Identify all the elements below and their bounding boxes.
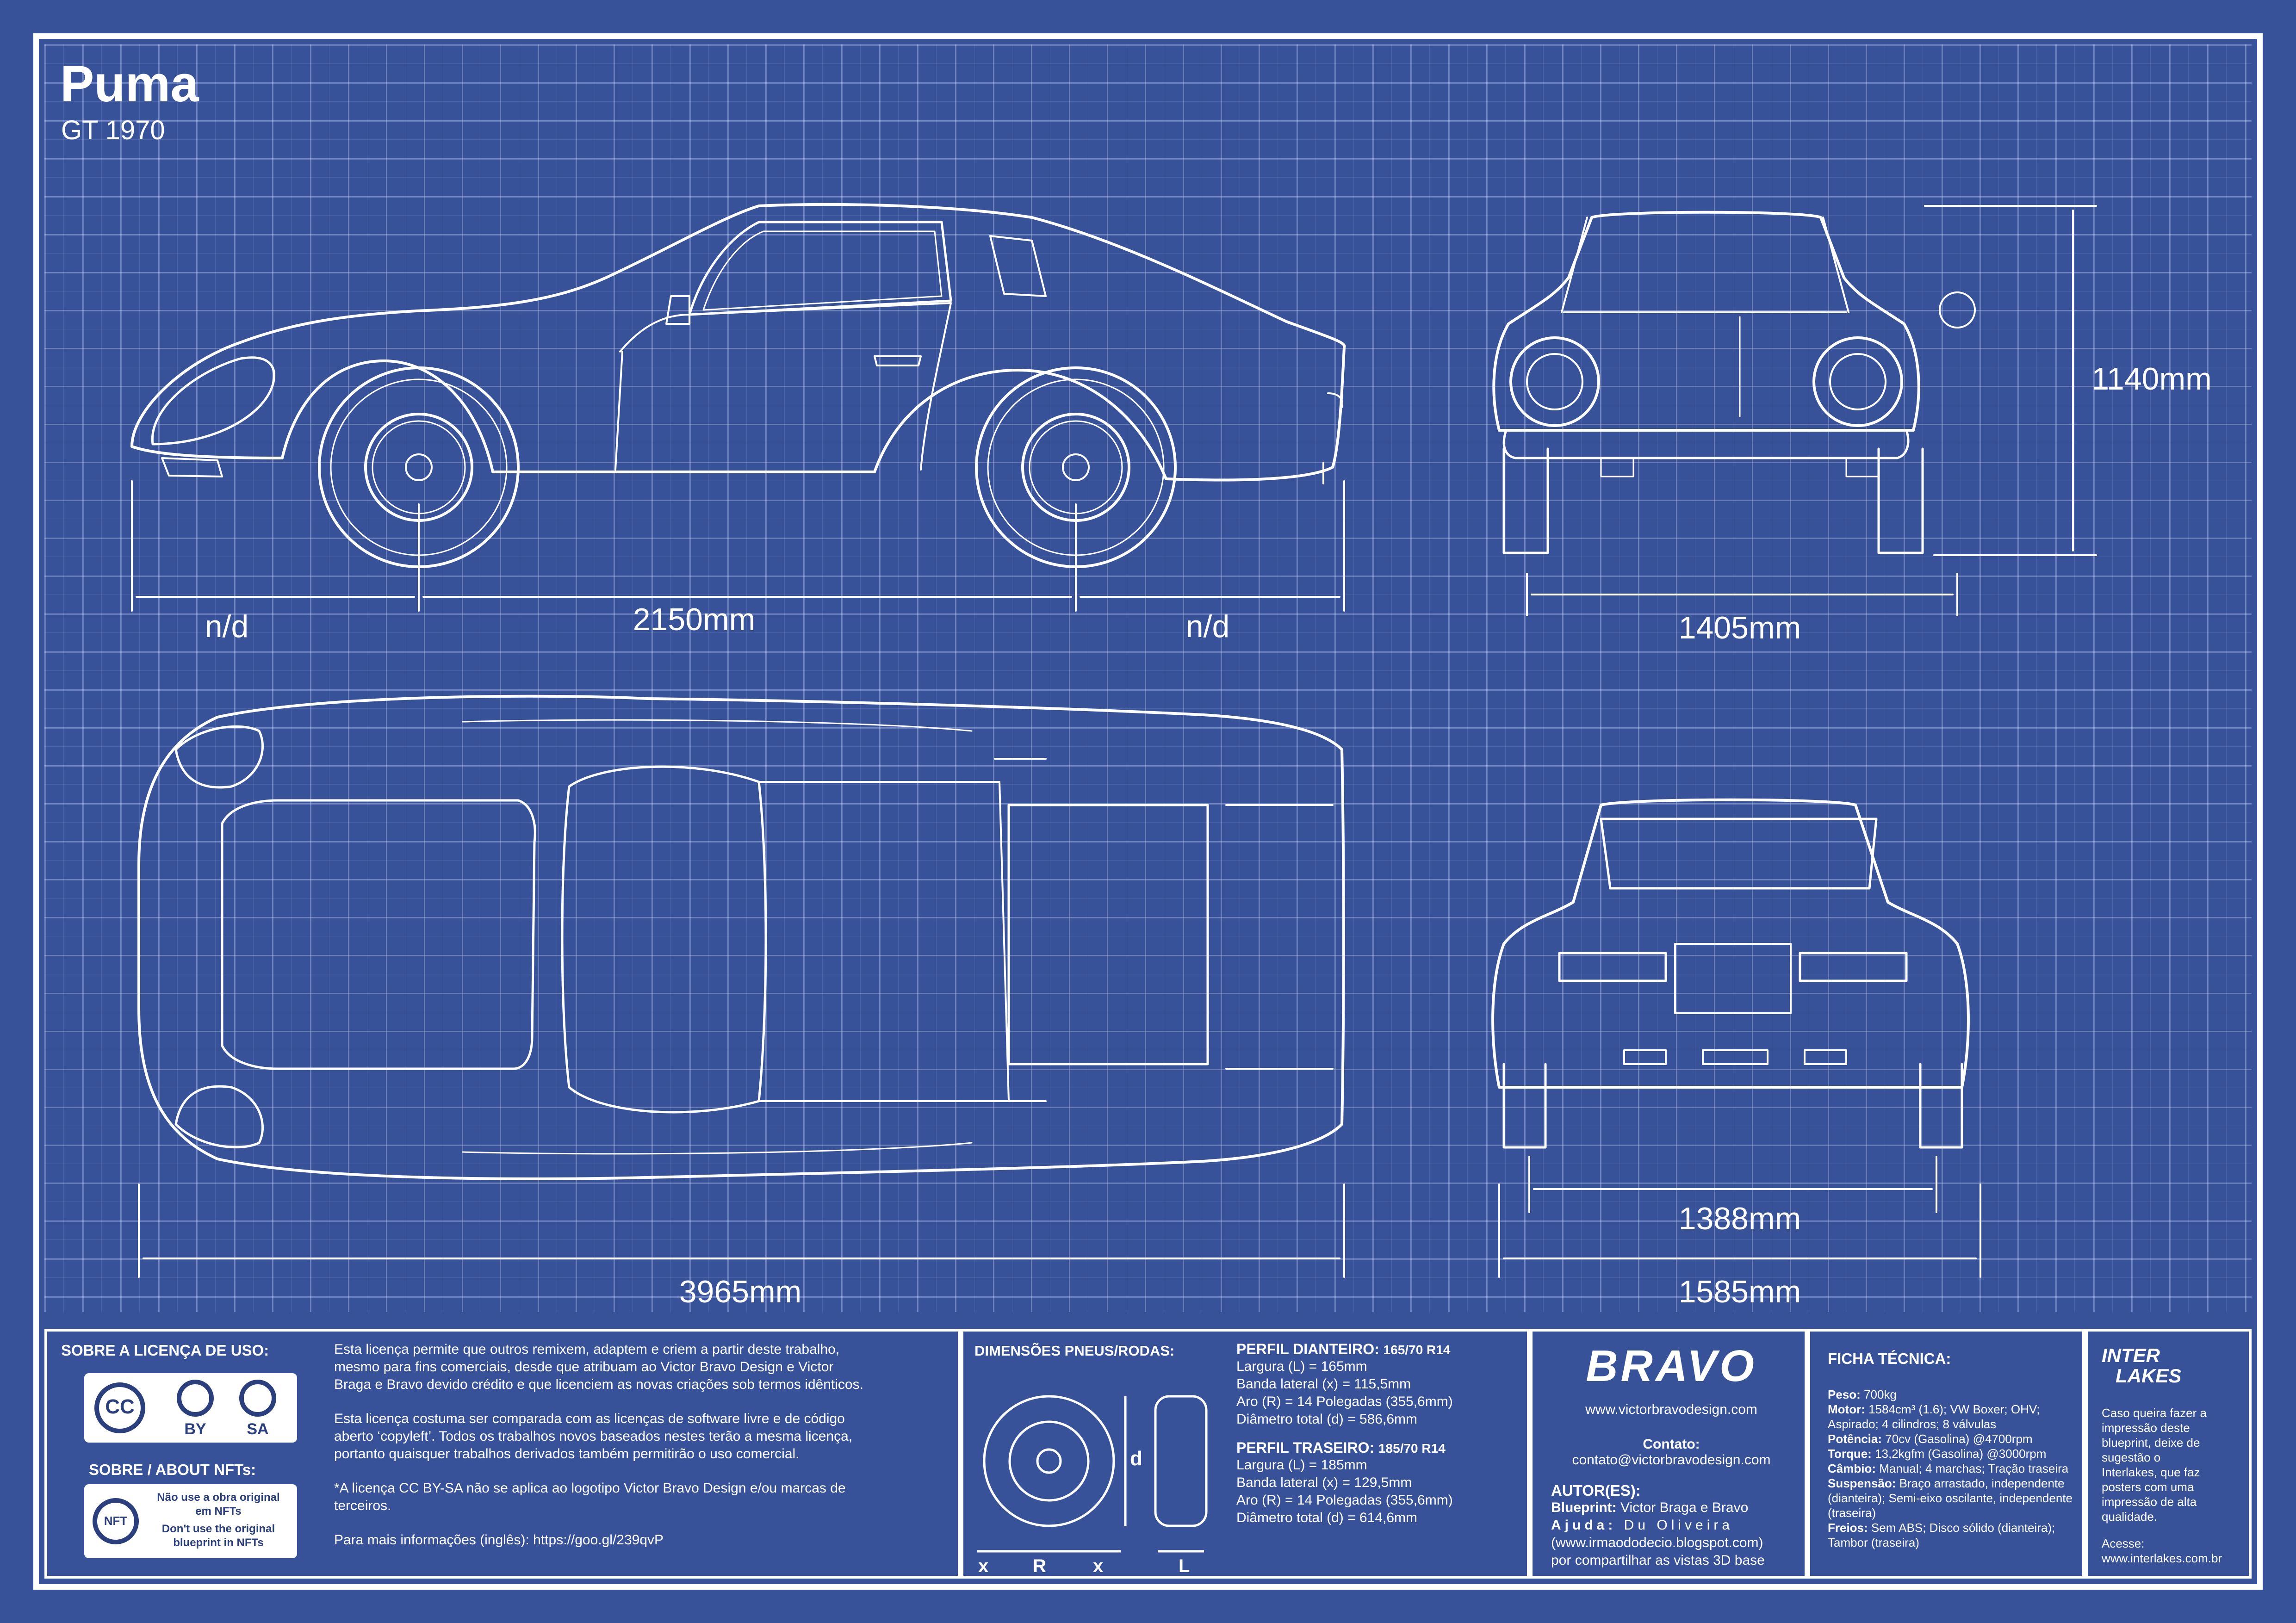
dim-rear-overhang: n/d [1185,609,1230,644]
specs-box: FICHA TÉCNICA: Peso: 700kg Motor: 1584cm… [1807,1329,2085,1579]
dim-rear-track: 1388mm [1678,1201,1801,1236]
tire-diagram [977,1395,1208,1553]
dim-front-track: 1405mm [1678,610,1801,645]
blueprint-grid [44,44,2252,1312]
tire-label-l: L [1179,1556,1190,1576]
bravo-email-link[interactable]: contato@victorbravodesign.com [1572,1452,1771,1468]
license-text: Esta licença permite que outros remixem,… [334,1341,954,1549]
tire-label-d: d [1130,1447,1142,1470]
page-title: Puma [60,56,199,112]
info-panel: SOBRE A LICENÇA DE USO: CC BY SA SOBRE /… [44,1329,2252,1579]
bravo-website-link[interactable]: www.victorbravodesign.com [1585,1402,1757,1417]
bravo-logo: BRAVO [1586,1341,1757,1391]
license-heading: SOBRE A LICENÇA DE USO: [61,1342,269,1359]
nft-heading: SOBRE / ABOUT NFTs: [89,1461,256,1478]
outer-border [33,33,2263,1590]
tire-specs: PERFIL DIANTEIRO: 165/70 R14 Largura (L)… [1236,1341,1453,1525]
tires-box: DIMENSÕES PNEUS/RODAS: d x R x L PERFIL … [961,1329,1530,1579]
dim-length: 3965mm [679,1274,802,1309]
nft-badge: NFT Não use a obra original em NFTs Don'… [84,1484,297,1558]
car-drawings [130,203,2097,1278]
license-more-info-link[interactable]: Para mais informações (inglês): https://… [334,1532,664,1548]
tire-label-r: R [1033,1556,1046,1576]
bravo-box: BRAVO www.victorbravodesign.com Contato:… [1530,1329,1807,1579]
interlakes-link[interactable]: www.interlakes.com.br [2102,1551,2222,1565]
license-box: SOBRE A LICENÇA DE USO: CC BY SA SOBRE /… [44,1329,961,1579]
page-subtitle: GT 1970 [61,115,165,145]
nft-icon [93,1498,139,1544]
dim-width: 1585mm [1678,1274,1801,1309]
side-view [130,203,1346,612]
by-icon [177,1380,214,1417]
interlakes-box: INTER LAKES Caso queira fazer a impressã… [2085,1329,2252,1579]
interlakes-logo: INTER LAKES [2102,1344,2182,1387]
cc-icon [94,1382,145,1433]
dim-front-overhang: n/d [205,609,249,644]
tire-label-x1: x [978,1556,989,1576]
cc-by-sa-badge: CC BY SA [84,1373,297,1443]
dim-height: 1140mm [2091,361,2212,396]
top-view [137,694,1345,1278]
interlakes-text: Caso queira fazer a impressão deste blue… [2102,1406,2240,1566]
rear-view [1491,798,1981,1278]
tires-heading: DIMENSÕES PNEUS/RODAS: [974,1343,1175,1359]
specs-list: Peso: 700kg Motor: 1584cm³ (1.6); VW Box… [1828,1388,2073,1549]
specs-heading: FICHA TÉCNICA: [1828,1350,1951,1367]
sa-icon [239,1380,276,1417]
front-view [1492,205,2097,616]
tire-label-x2: x [1093,1556,1104,1576]
dim-wheelbase: 2150mm [633,602,756,637]
